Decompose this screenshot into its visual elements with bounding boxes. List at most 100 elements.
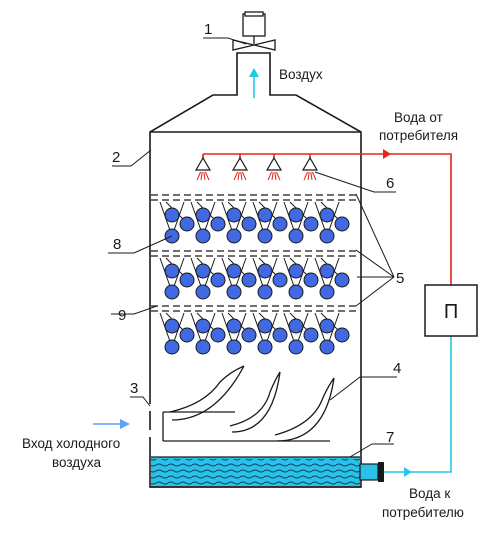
water-tank	[150, 456, 361, 488]
packing-unit-1-3	[221, 201, 257, 244]
label-5: 5	[396, 270, 404, 287]
packing-ball	[226, 263, 242, 279]
consumer-box-label: П	[444, 301, 458, 323]
spray-line	[307, 171, 310, 181]
packing-unit-3-5	[283, 312, 319, 355]
packing-ball	[226, 339, 242, 355]
packing-ball	[195, 263, 211, 279]
spray-line	[275, 171, 281, 181]
packing-ball	[257, 228, 273, 244]
spray-line	[271, 171, 274, 181]
spray-line	[267, 171, 273, 181]
spray-line	[233, 171, 239, 181]
spray-line	[303, 171, 309, 181]
guide-vane-2b	[231, 371, 281, 433]
packing-ball	[210, 272, 226, 288]
label-1: 1	[204, 21, 212, 38]
packing-unit-2-5	[283, 257, 319, 300]
packing-ball	[164, 284, 180, 300]
packing-ball	[210, 327, 226, 343]
consumer-box	[424, 284, 478, 337]
packing-ball	[179, 327, 195, 343]
air-inlet	[148, 404, 330, 442]
packing-ball	[334, 272, 350, 288]
fan-motor	[232, 11, 276, 51]
packing-ball	[241, 327, 257, 343]
packing-ball	[164, 207, 180, 223]
sprinkler-nozzle-2	[231, 156, 249, 181]
packing-ball	[195, 207, 211, 223]
caption-water-from-2: потребителя	[379, 128, 458, 143]
packing-ball	[319, 207, 335, 223]
packing-ball	[288, 207, 304, 223]
spray-line	[240, 171, 243, 181]
packing-ball	[288, 318, 304, 334]
cold-water-pipe	[384, 336, 452, 473]
outlet-pipe	[359, 462, 384, 482]
motor-housing	[242, 13, 266, 37]
leader-lines	[108, 37, 397, 458]
caption-water-to-2: потребителю	[382, 505, 464, 520]
packing-unit-1-5	[283, 201, 319, 244]
packing-unit-1-4	[252, 201, 288, 244]
tank-ripples	[151, 459, 360, 485]
sprinkler-nozzle-1	[194, 156, 212, 181]
packing-ball	[241, 216, 257, 232]
packing-ball	[272, 327, 288, 343]
packing-ball	[303, 216, 319, 232]
packing-ball	[164, 318, 180, 334]
tower-shell	[149, 52, 362, 488]
packing-ball	[164, 339, 180, 355]
caption-water-to-1: Вода к	[409, 486, 450, 501]
packing-ball	[334, 327, 350, 343]
label-3: 3	[130, 380, 138, 397]
packing-ball	[288, 284, 304, 300]
outlet-flange	[359, 463, 379, 481]
packing-ball	[210, 216, 226, 232]
label-7: 7	[386, 429, 394, 446]
packing-ball	[195, 339, 211, 355]
guide-vane-2	[229, 371, 281, 427]
packing-ball	[288, 263, 304, 279]
nozzle-icon	[194, 156, 212, 171]
packing-ball	[303, 327, 319, 343]
nozzle-icon	[265, 156, 283, 171]
packing-unit-2-1	[159, 257, 195, 300]
hot-water-arrowhead	[383, 149, 391, 159]
packing-ball	[257, 263, 273, 279]
sprinkler-nozzle-4	[301, 156, 319, 181]
spray-line	[203, 171, 206, 181]
packing-ball	[179, 216, 195, 232]
motor-cap	[244, 11, 264, 17]
packing-ball	[226, 228, 242, 244]
sprinkler-nozzles	[194, 156, 319, 181]
nozzle-icon	[231, 156, 249, 171]
spray-line	[311, 171, 317, 181]
guide-vanes	[169, 365, 335, 442]
packing-unit-2-3	[221, 257, 257, 300]
label-2: 2	[112, 149, 120, 166]
label-6: 6	[386, 175, 394, 192]
fan-blades-icon	[232, 39, 276, 51]
packing-ball	[195, 284, 211, 300]
packing-unit-2-4	[252, 257, 288, 300]
packing-unit-3-3	[221, 312, 257, 355]
packing-ball	[319, 228, 335, 244]
guide-vane-3b	[276, 377, 335, 442]
packing-ball	[319, 339, 335, 355]
packing-ball	[226, 207, 242, 223]
packing-ball	[272, 272, 288, 288]
packing-unit-3-4	[252, 312, 288, 355]
packing-ball	[319, 263, 335, 279]
spray-line	[241, 171, 247, 181]
caption-water-from-1: Вода от	[394, 110, 443, 125]
packing-ball	[226, 318, 242, 334]
label-9: 9	[118, 307, 126, 324]
packing-ball	[195, 228, 211, 244]
cold-air-arrow	[93, 419, 130, 429]
packing-unit-3-6	[314, 312, 350, 355]
packing-unit-1-1	[159, 201, 195, 244]
label-4: 4	[393, 360, 401, 377]
packing-ball	[334, 216, 350, 232]
